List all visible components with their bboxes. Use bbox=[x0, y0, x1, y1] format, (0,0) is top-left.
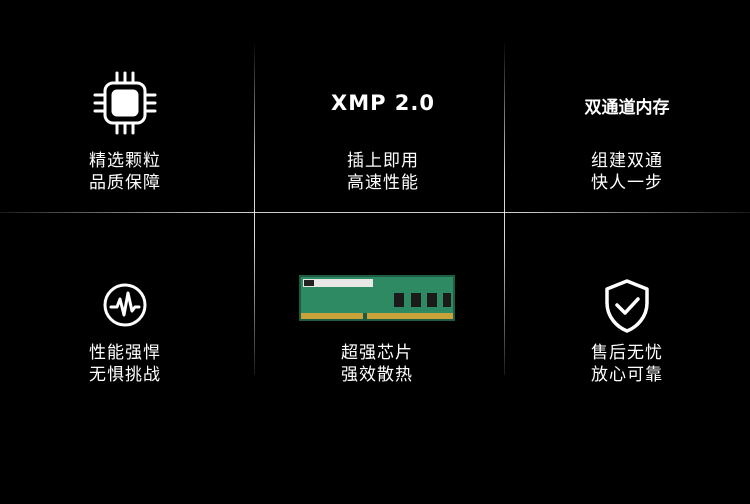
ram-module-image bbox=[252, 270, 502, 326]
feature-quality-chips: 精选颗粒 品质保障 bbox=[0, 68, 250, 194]
feature-line1: 组建双通 bbox=[591, 151, 663, 171]
feature-line2: 品质保障 bbox=[89, 173, 161, 193]
divider-vertical-1 bbox=[254, 40, 255, 375]
feature-line2: 放心可靠 bbox=[591, 365, 663, 385]
waveform-icon bbox=[0, 270, 250, 340]
feature-line1: 售后无忧 bbox=[591, 343, 663, 363]
feature-performance: 性能强悍 无惧挑战 bbox=[0, 270, 250, 386]
feature-line1: 超强芯片 bbox=[341, 343, 413, 363]
feature-line1: 插上即用 bbox=[347, 151, 419, 171]
chip-icon bbox=[0, 68, 250, 138]
divider-vertical-2 bbox=[504, 40, 505, 375]
feature-line2: 快人一步 bbox=[591, 173, 663, 193]
feature-line2: 高速性能 bbox=[347, 173, 419, 193]
divider-horizontal bbox=[0, 212, 750, 213]
shield-check-icon bbox=[502, 270, 750, 340]
feature-xmp: XMP 2.0 插上即用 高速性能 bbox=[258, 68, 508, 194]
feature-chips-cooling: 超强芯片 强效散热 bbox=[252, 270, 502, 386]
feature-line1: 性能强悍 bbox=[89, 343, 161, 363]
feature-line1: 精选颗粒 bbox=[89, 151, 161, 171]
feature-after-sales: 售后无忧 放心可靠 bbox=[502, 270, 750, 386]
feature-dual-channel: 双通道内存 组建双通 快人一步 bbox=[502, 68, 750, 194]
dual-channel-headline: 双通道内存 bbox=[584, 98, 670, 118]
feature-line2: 无惧挑战 bbox=[89, 365, 161, 385]
feature-line2: 强效散热 bbox=[341, 365, 413, 385]
xmp-headline: XMP 2.0 bbox=[331, 91, 435, 115]
